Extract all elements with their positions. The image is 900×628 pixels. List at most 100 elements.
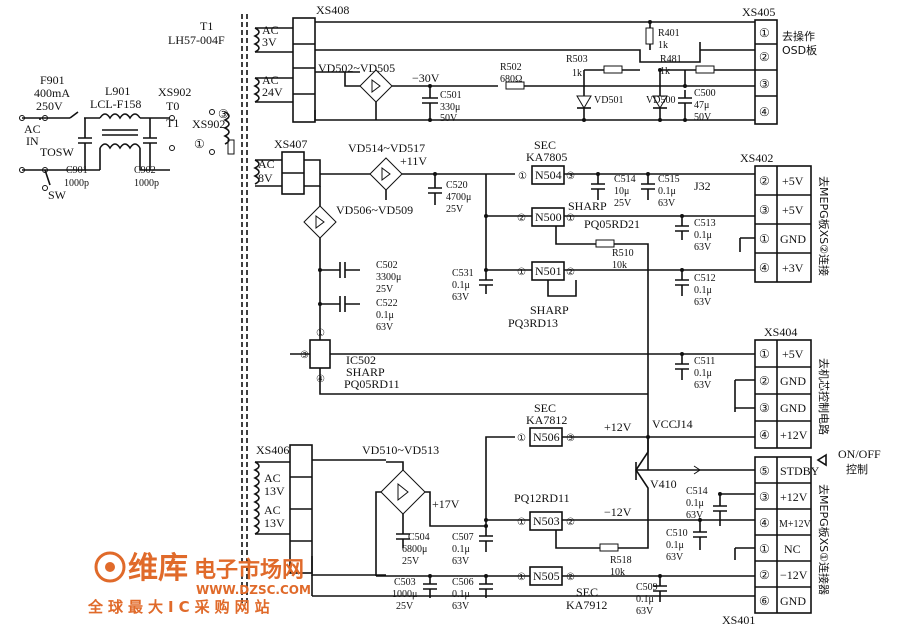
svg-text:C522: C522: [376, 298, 398, 309]
svg-text:0.1μ: 0.1μ: [658, 186, 676, 197]
svg-text:+11V: +11V: [400, 154, 427, 168]
svg-text:1000p: 1000p: [134, 178, 159, 189]
svg-text:T0: T0: [166, 99, 179, 113]
svg-text:F901: F901: [40, 73, 65, 87]
svg-text:3V: 3V: [262, 35, 277, 49]
svg-text:C507: C507: [452, 532, 474, 543]
svg-text:+3V: +3V: [782, 261, 804, 275]
transformer-core: [241, 14, 248, 605]
svg-text:C511: C511: [694, 356, 715, 367]
svg-text:50V: 50V: [694, 112, 712, 123]
svg-text:−30V: −30V: [412, 71, 440, 85]
svg-text:C513: C513: [694, 218, 716, 229]
svg-text:R510: R510: [612, 248, 634, 259]
svg-text:GND: GND: [780, 232, 806, 246]
svg-text:SHARP: SHARP: [346, 365, 385, 379]
svg-text:①: ①: [316, 328, 325, 339]
svg-text:−12V: −12V: [604, 505, 632, 519]
svg-text:13V: 13V: [264, 484, 285, 498]
svg-text:XS902: XS902: [192, 117, 225, 131]
svg-text:63V: 63V: [686, 510, 704, 521]
svg-text:R401: R401: [658, 28, 680, 39]
svg-text:④: ④: [759, 516, 770, 530]
svg-text:③: ③: [759, 490, 770, 504]
svg-text:③: ③: [566, 171, 575, 182]
svg-text:25V: 25V: [376, 284, 394, 295]
svg-text:25V: 25V: [446, 204, 464, 215]
svg-text:SEC: SEC: [534, 138, 556, 152]
svg-text:③: ③: [759, 203, 770, 217]
svg-text:1k: 1k: [572, 68, 582, 79]
svg-text:J14: J14: [676, 417, 693, 431]
svg-text:+5V: +5V: [782, 174, 804, 188]
svg-text:C531: C531: [452, 268, 474, 279]
svg-text:C504: C504: [408, 532, 430, 543]
svg-text:①: ①: [759, 26, 770, 40]
svg-text:IN: IN: [26, 134, 39, 148]
xs404-dest: 去机芯控制电路: [817, 358, 831, 435]
svg-text:GND: GND: [780, 401, 806, 415]
transformer-ref: T1: [200, 19, 213, 33]
svg-text:XS401: XS401: [722, 613, 755, 627]
svg-text:③: ③: [759, 77, 770, 91]
svg-text:1000p: 1000p: [64, 178, 89, 189]
svg-text:C500: C500: [694, 88, 716, 99]
svg-text:PQ05RD21: PQ05RD21: [584, 217, 640, 231]
svg-text:C506: C506: [452, 577, 474, 588]
svg-text:③: ③: [759, 401, 770, 415]
svg-text:AC: AC: [262, 23, 279, 37]
xs406-section: XS406 AC 13V AC 13V VD510~VD513 +17V SEC…: [253, 401, 755, 617]
svg-text:63V: 63V: [694, 380, 712, 391]
svg-text:KA7805: KA7805: [526, 150, 567, 164]
svg-text:0.1μ: 0.1μ: [694, 230, 712, 241]
svg-text:250V: 250V: [36, 99, 63, 113]
svg-text:④: ④: [759, 261, 770, 275]
svg-text:①: ①: [759, 232, 770, 246]
svg-text:10k: 10k: [612, 260, 627, 271]
svg-text:VD501: VD501: [594, 95, 623, 106]
svg-text:XS902: XS902: [158, 85, 191, 99]
svg-text:GND: GND: [780, 594, 806, 608]
svg-text:C514: C514: [614, 174, 636, 185]
svg-text:25V: 25V: [402, 556, 420, 567]
svg-text:L901: L901: [105, 84, 130, 98]
svg-text:0.1μ: 0.1μ: [636, 594, 654, 605]
svg-text:63V: 63V: [376, 322, 394, 333]
svg-text:AC: AC: [24, 122, 41, 136]
svg-text:XS407: XS407: [274, 137, 307, 151]
svg-text:XS404: XS404: [764, 325, 797, 339]
svg-text:④: ④: [759, 105, 770, 119]
svg-text:PQ05RD11: PQ05RD11: [344, 377, 400, 391]
svg-text:VD500: VD500: [646, 95, 675, 106]
svg-text:0.1μ: 0.1μ: [686, 498, 704, 509]
svg-text:0.1μ: 0.1μ: [376, 310, 394, 321]
svg-text:47μ: 47μ: [694, 100, 709, 111]
svg-text:②: ②: [759, 374, 770, 388]
svg-text:10k: 10k: [610, 567, 625, 578]
svg-text:400mA: 400mA: [34, 86, 70, 100]
svg-text:R481: R481: [660, 54, 682, 65]
svg-text:XS408: XS408: [316, 3, 349, 17]
svg-text:XS402: XS402: [740, 151, 773, 165]
svg-text:SW: SW: [48, 188, 67, 202]
svg-text:10μ: 10μ: [614, 186, 629, 197]
svg-text:C520: C520: [446, 180, 468, 191]
svg-text:N506: N506: [533, 430, 560, 444]
svg-text:63V: 63V: [658, 198, 676, 209]
svg-text:R518: R518: [610, 555, 632, 566]
svg-text:63V: 63V: [452, 601, 470, 612]
svg-text:VCC: VCC: [652, 417, 677, 431]
xs407-section: XS407 AC 8V VD514~VD517 +11V C520 4700μ …: [253, 137, 755, 470]
svg-text:63V: 63V: [452, 292, 470, 303]
xs402-dest: 去MEPG板XS②连接: [817, 176, 831, 276]
svg-text:J32: J32: [694, 179, 711, 193]
svg-text:0.1μ: 0.1μ: [666, 540, 684, 551]
svg-text:13V: 13V: [264, 516, 285, 530]
svg-text:0.1μ: 0.1μ: [452, 589, 470, 600]
svg-text:①: ①: [517, 517, 526, 528]
svg-text:②: ②: [566, 517, 575, 528]
svg-text:VD510~VD513: VD510~VD513: [362, 443, 439, 457]
svg-text:+5V: +5V: [782, 203, 804, 217]
svg-text:AC: AC: [258, 157, 275, 171]
svg-text:63V: 63V: [666, 552, 684, 563]
